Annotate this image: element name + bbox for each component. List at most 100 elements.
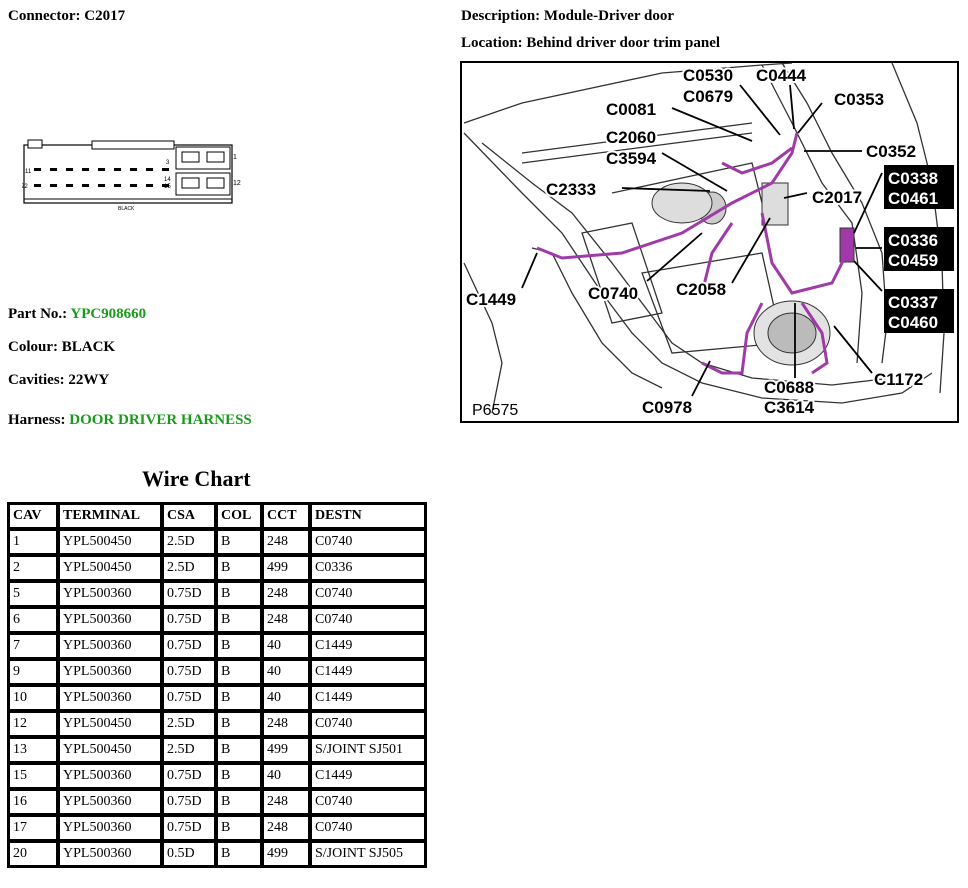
cell-destn: S/JOINT SJ501 — [311, 738, 425, 762]
cell-col: B — [217, 842, 261, 866]
cell-destn: C0740 — [311, 582, 425, 606]
connector-value: C2017 — [84, 8, 126, 24]
cell-cct: 248 — [263, 712, 309, 736]
cell-cav: 12 — [9, 712, 57, 736]
harness-value: DOOR DRIVER HARNESS — [69, 412, 252, 428]
cell-terminal: YPL500360 — [59, 634, 161, 658]
cavities-label: Cavities: 22WY — [8, 372, 110, 388]
callout-c0081: C0081 — [606, 100, 656, 119]
pin-label-22: 22 — [22, 184, 28, 190]
door-components — [651, 182, 855, 366]
cell-col: B — [217, 816, 261, 840]
cell-terminal: YPL500450 — [59, 556, 161, 580]
cell-csa: 0.75D — [163, 582, 215, 606]
cell-csa: 0.75D — [163, 634, 215, 658]
cell-destn: C0740 — [311, 530, 425, 554]
cell-terminal: YPL500360 — [59, 660, 161, 684]
cell-destn: C0740 — [311, 712, 425, 736]
callout-c0444: C0444 — [756, 66, 807, 85]
cell-cav: 15 — [9, 764, 57, 788]
cell-col: B — [217, 712, 261, 736]
cell-col: B — [217, 660, 261, 684]
callout-c1449: C1449 — [466, 290, 516, 309]
connector-face-drawing: 1 3 11 12 14 15 22 BLACK — [22, 139, 241, 212]
cell-destn: C1449 — [311, 660, 425, 684]
pin-label-11: 11 — [25, 169, 32, 175]
cell-terminal: YPL500450 — [59, 738, 161, 762]
cell-cav: 5 — [9, 582, 57, 606]
cell-cct: 248 — [263, 816, 309, 840]
cell-cav: 17 — [9, 816, 57, 840]
callout-c0740: C0740 — [588, 284, 638, 303]
connector-colour-text: BLACK — [118, 206, 135, 212]
cell-cct: 40 — [263, 634, 309, 658]
cell-csa: 2.5D — [163, 738, 215, 762]
cell-cav: 20 — [9, 842, 57, 866]
cell-cav: 9 — [9, 660, 57, 684]
callout-c2333: C2333 — [546, 180, 596, 199]
callout-c2058: C2058 — [676, 280, 726, 299]
callout-c3594: C3594 — [606, 149, 657, 168]
cell-col: B — [217, 764, 261, 788]
callout-c0338: C0338 — [888, 169, 938, 188]
callout-c1172: C1172 — [874, 370, 923, 389]
cell-terminal: YPL500450 — [59, 712, 161, 736]
description-label: Description: Module-Driver door — [461, 8, 675, 24]
cell-destn: C0740 — [311, 816, 425, 840]
figure-id: P6575 — [472, 402, 518, 419]
cell-terminal: YPL500360 — [59, 582, 161, 606]
cell-terminal: YPL500360 — [59, 816, 161, 840]
pin-label-14: 14 — [164, 177, 171, 183]
part-no-value: YPC908660 — [70, 306, 147, 322]
column-header-destn: DESTN — [311, 504, 425, 528]
cell-csa: 0.75D — [163, 660, 215, 684]
column-header-csa: CSA — [163, 504, 215, 528]
harness-label: Harness: DOOR DRIVER HARNESS — [8, 412, 252, 428]
cell-terminal: YPL500450 — [59, 530, 161, 554]
colour-label: Colour: BLACK — [8, 339, 116, 355]
callout-c0530: C0530 — [683, 66, 733, 85]
pin-label-12: 12 — [233, 180, 241, 187]
part-no-label: Part No.: YPC908660 — [8, 306, 147, 322]
cell-cav: 7 — [9, 634, 57, 658]
callout-c0337: C0337 — [888, 293, 938, 312]
column-header-cct: CCT — [263, 504, 309, 528]
cell-destn: C1449 — [311, 764, 425, 788]
cell-csa: 2.5D — [163, 712, 215, 736]
callout-c0353: C0353 — [834, 90, 884, 109]
callout-c0460: C0460 — [888, 313, 938, 332]
cell-col: B — [217, 738, 261, 762]
callout-box-2 — [884, 227, 954, 271]
cell-csa: 0.75D — [163, 686, 215, 710]
cell-terminal: YPL500360 — [59, 608, 161, 632]
cell-destn: C0336 — [311, 556, 425, 580]
cell-cct: 248 — [263, 608, 309, 632]
cell-destn: C0740 — [311, 790, 425, 814]
column-header-col: COL — [217, 504, 261, 528]
cell-cav: 2 — [9, 556, 57, 580]
callout-box-1 — [884, 165, 954, 209]
wire-chart-title: Wire Chart — [142, 466, 251, 491]
door-harness — [536, 132, 849, 375]
cell-col: B — [217, 686, 261, 710]
cell-col: B — [217, 582, 261, 606]
cell-destn: C0740 — [311, 608, 425, 632]
cell-col: B — [217, 608, 261, 632]
cell-destn: C1449 — [311, 634, 425, 658]
callout-c0459: C0459 — [888, 251, 938, 270]
location-figure: C0530 C0679 C0444 C0081 C0353 C2060 C359… — [460, 61, 959, 423]
callout-c3614: C3614 — [764, 398, 815, 417]
cell-cav: 6 — [9, 608, 57, 632]
cell-cct: 248 — [263, 582, 309, 606]
cell-col: B — [217, 556, 261, 580]
column-header-cav: CAV — [9, 504, 57, 528]
